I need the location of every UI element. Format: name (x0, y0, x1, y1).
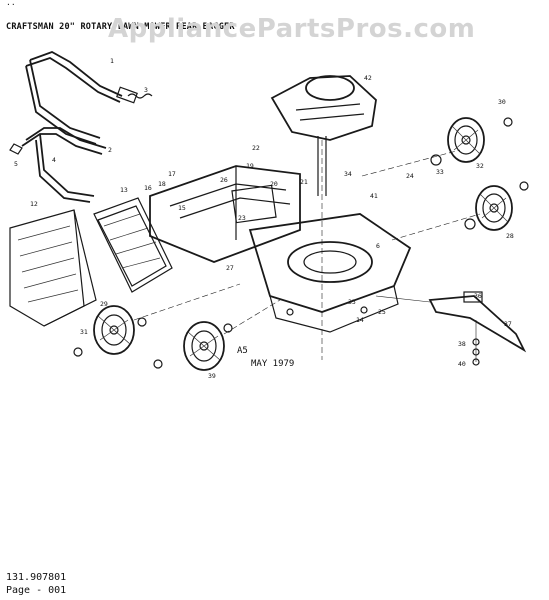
callout: 18 (158, 180, 166, 188)
revision-date: A5 MAY 1979 (237, 346, 295, 369)
bag-frame (93, 197, 173, 293)
callout: 5 (14, 160, 18, 168)
callout: 15 (178, 204, 186, 212)
callout: 20 (270, 180, 278, 188)
grass-bag (9, 209, 97, 327)
callout: 34 (344, 170, 352, 178)
rear-frame (149, 165, 301, 263)
date-stamp: MAY 1979 (251, 359, 295, 369)
wheel-rear-right (183, 321, 225, 371)
page-number: Page - 001 (6, 585, 67, 596)
callout: 36 (474, 292, 482, 300)
callout: 2 (108, 146, 112, 154)
callout: 19 (246, 162, 254, 170)
callout: 29 (100, 300, 108, 308)
mower-deck (248, 213, 412, 333)
spring-clip (127, 93, 153, 99)
part-callouts: 1 3 2 5 4 6 12 13 14 15 16 17 18 19 20 2… (14, 57, 514, 380)
upper-handle (25, 51, 138, 145)
callout: 17 (168, 170, 176, 178)
callout: 3 (144, 86, 148, 94)
callout: 21 (300, 178, 308, 186)
callout: 37 (504, 320, 512, 328)
callout: 28 (506, 232, 514, 240)
model-number: 131.907801 (6, 572, 67, 583)
callout: 33 (436, 168, 444, 176)
watermark: AppliancePartsPros.com (108, 14, 476, 44)
callout: 14 (356, 316, 364, 324)
wheel-front-top (447, 117, 485, 163)
callout: 6 (376, 242, 380, 250)
ref-mark: A5 (237, 346, 248, 356)
callout: 42 (364, 74, 372, 82)
callout: 22 (252, 144, 260, 152)
hardware (73, 117, 529, 369)
wheel-rear-left (93, 305, 135, 355)
callout: 31 (80, 328, 88, 336)
callout: 32 (476, 162, 484, 170)
center-lines (133, 140, 481, 360)
callout: 25 (378, 308, 386, 316)
callout: 40 (458, 360, 466, 368)
engine (270, 75, 377, 196)
wheel-front-bottom (475, 185, 513, 231)
callout: 24 (406, 172, 414, 180)
corner-mark: ·· (6, 0, 16, 9)
lower-handle (9, 127, 107, 203)
blade (428, 291, 527, 366)
callout: 26 (220, 176, 228, 184)
callout: 16 (144, 184, 152, 192)
callout: 12 (30, 200, 38, 208)
callout: 30 (498, 98, 506, 106)
callout: 41 (370, 192, 378, 200)
callout: 13 (120, 186, 128, 194)
callout: 4 (52, 156, 56, 164)
callout: 35 (348, 298, 356, 306)
callout: 23 (238, 214, 246, 222)
callout: 39 (208, 372, 216, 380)
diagram-title: CRAFTSMAN 20" ROTARY LAWN MOWER REAR BAG… (6, 22, 235, 32)
callout: 1 (110, 57, 114, 65)
callout: 27 (226, 264, 234, 272)
callout: 38 (458, 340, 466, 348)
